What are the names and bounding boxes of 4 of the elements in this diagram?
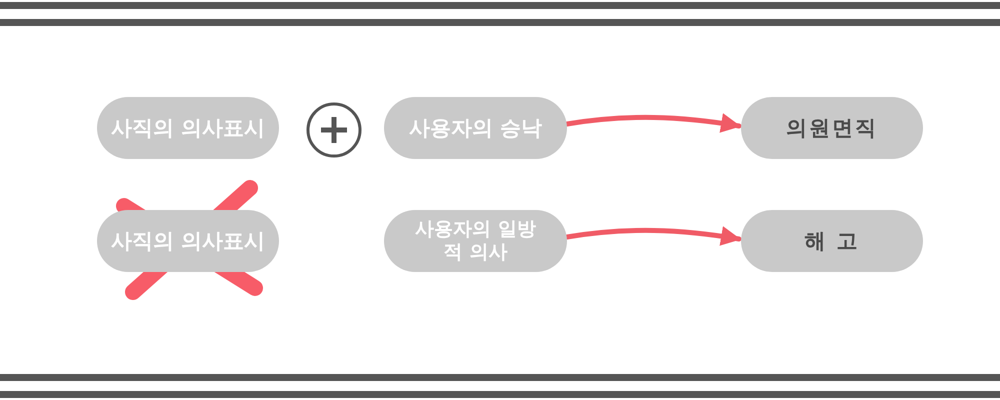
arrow: [564, 226, 742, 246]
result-pill: 의원면직: [741, 97, 923, 159]
arrow: [564, 113, 742, 133]
result-pill: 해 고: [741, 210, 923, 272]
